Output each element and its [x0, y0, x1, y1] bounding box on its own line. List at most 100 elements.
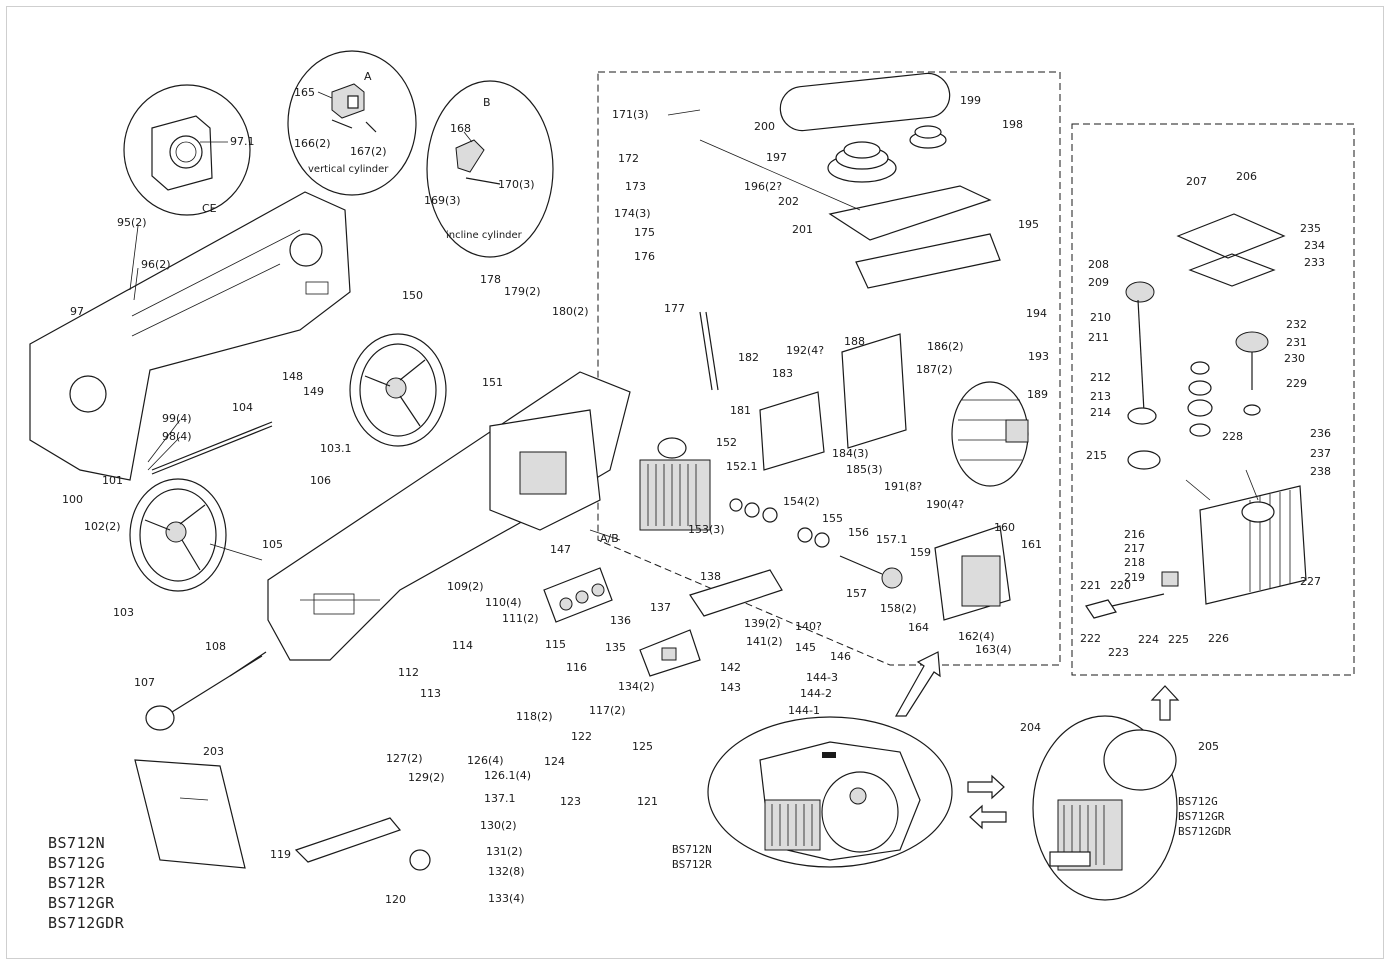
part-number-label: 95(2)	[117, 216, 147, 229]
part-number-label: 210	[1090, 311, 1111, 324]
model-name: BS712N	[48, 834, 106, 852]
part-number-label: 104	[232, 401, 253, 414]
part-number-labels: 95(2)96(2)9798(4)99(4)100101102(2)103103…	[62, 86, 1331, 906]
detail-b-caption: incline cylinder	[446, 230, 523, 241]
part-number-label: 192(4?	[786, 344, 824, 357]
control-box-147	[543, 567, 613, 623]
part-number-label: 218	[1124, 556, 1145, 569]
model-name: BS712G	[1178, 795, 1218, 808]
worm-shaft-210	[1125, 281, 1161, 470]
part-number-label: 219	[1124, 571, 1145, 584]
part-number-label: 102(2)	[84, 520, 121, 533]
part-number-label: 198	[1002, 118, 1023, 131]
part-number-label: 191(8?	[884, 480, 922, 493]
detail-circle-motor	[707, 716, 953, 868]
part-number-label: 116	[566, 661, 587, 674]
model-name: BS712G	[48, 854, 106, 872]
model-name: BS712GDR	[48, 914, 125, 932]
part-number-label: 160	[994, 521, 1015, 534]
vise-bar-119	[294, 817, 431, 871]
part-number-label: 211	[1088, 331, 1109, 344]
part-number-label: 105	[262, 538, 283, 551]
part-number-label: 133(4)	[488, 892, 525, 905]
part-number-label: 121	[637, 795, 658, 808]
part-number-label: 98(4)	[162, 430, 192, 443]
detail-part-label: 166(2)	[294, 137, 331, 150]
part-number-label: 109(2)	[447, 580, 484, 593]
detail-part-label: 167(2)	[350, 145, 387, 158]
part-number-label: 138	[700, 570, 721, 583]
tension-screw-107	[145, 651, 267, 731]
part-number-label: 107	[134, 676, 155, 689]
part-number-label: 139(2)	[744, 617, 781, 630]
part-number-label: 232	[1286, 318, 1307, 331]
detail-ce-letter: CE	[202, 202, 217, 215]
arrow-to-gearbox-section	[1150, 685, 1180, 721]
part-number-label: 144-1	[788, 704, 820, 717]
part-number-label: 142	[720, 661, 741, 674]
part-number-label: 201	[792, 223, 813, 236]
part-number-label: 158(2)	[880, 602, 917, 615]
part-number-label: 127(2)	[386, 752, 423, 765]
detail-circle-a	[287, 50, 417, 196]
part-number-label: 137	[650, 601, 671, 614]
part-number-label: 206	[1236, 170, 1257, 183]
part-number-label: 214	[1090, 406, 1111, 419]
detail-circle-ce	[123, 84, 251, 216]
gear-231	[1235, 331, 1269, 416]
part-number-label: 189	[1027, 388, 1048, 401]
arrow-to-motor-section	[894, 651, 941, 717]
part-number-label: 163(4)	[975, 643, 1012, 656]
part-number-label: 106	[310, 474, 331, 487]
detail-ce-part: 97.1	[230, 135, 255, 148]
part-number-label: 180(2)	[552, 305, 589, 318]
detail-circle-gearbox	[1032, 715, 1178, 901]
part-number-label: 229	[1286, 377, 1307, 390]
part-number-label: 123	[560, 795, 581, 808]
part-number-label: 225	[1168, 633, 1189, 646]
part-number-label: 152.1	[726, 460, 758, 473]
part-number-label: 97	[70, 305, 84, 318]
part-number-label: 137.1	[484, 792, 516, 805]
part-number-label: 122	[571, 730, 592, 743]
part-number-label: 227	[1300, 575, 1321, 588]
arrow-left-swap	[969, 804, 1007, 830]
part-number-label: 150	[402, 289, 423, 302]
blade-guard	[29, 191, 351, 481]
gearbox-152	[639, 437, 711, 531]
part-number-label: 154(2)	[783, 495, 820, 508]
part-number-label: 207	[1186, 175, 1207, 188]
detail-circle-b	[426, 80, 554, 258]
part-number-label: 213	[1090, 390, 1111, 403]
part-number-label: 156	[848, 526, 869, 539]
part-number-label: 157.1	[876, 533, 908, 546]
part-number-label: 202	[778, 195, 799, 208]
part-number-label: 125	[632, 740, 653, 753]
part-number-label: 187(2)	[916, 363, 953, 376]
motor-189	[951, 381, 1029, 487]
part-number-label: 199	[960, 94, 981, 107]
leader-lines	[129, 109, 1259, 561]
part-number-label: 195	[1018, 218, 1039, 231]
part-number-label: 110(4)	[485, 596, 522, 609]
part-number-label: 216	[1124, 528, 1145, 541]
part-number-label: 100	[62, 493, 83, 506]
part-number-label: 178	[480, 273, 501, 286]
part-number-label: 179(2)	[504, 285, 541, 298]
part-number-label: 143	[720, 681, 741, 694]
part-number-label: 113	[420, 687, 441, 700]
part-number-label: 140?	[795, 620, 822, 633]
part-number-label: 157	[846, 587, 867, 600]
part-number-label: 153(3)	[688, 523, 725, 536]
saw-frame-106	[267, 371, 631, 661]
part-number-label: 136	[610, 614, 631, 627]
part-number-label: 117(2)	[589, 704, 626, 717]
arrow-right-swap	[967, 774, 1005, 800]
part-number-label: 222	[1080, 632, 1101, 645]
gear-cover-160	[934, 525, 1011, 621]
mount-plates	[759, 333, 907, 471]
part-number-label: 203	[203, 745, 224, 758]
part-number-label: 190(4?	[926, 498, 964, 511]
detail-a-letter: A	[364, 70, 372, 83]
